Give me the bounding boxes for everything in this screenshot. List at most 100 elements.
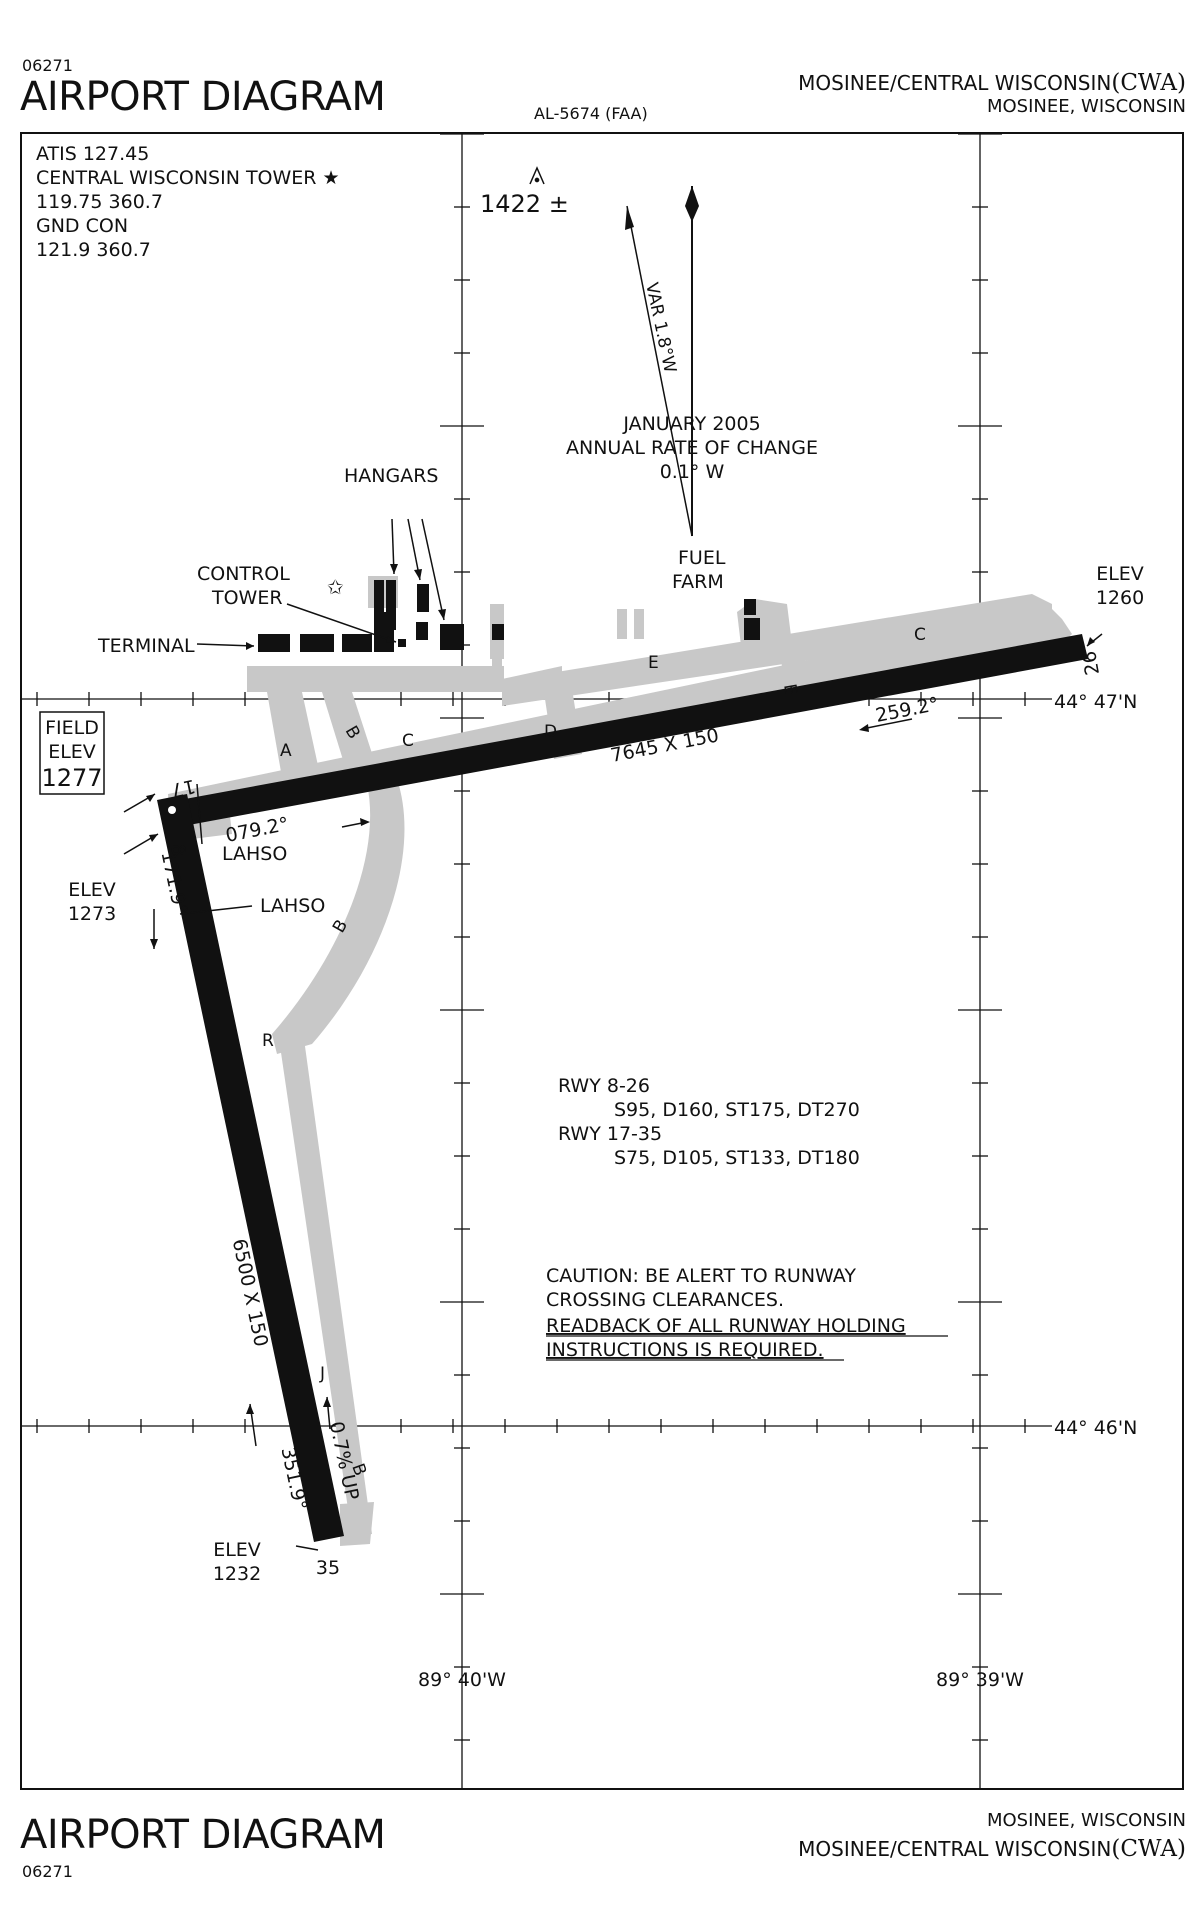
- lat-lon-grid: [22, 134, 1052, 1788]
- mag-date: JANUARY 2005: [622, 413, 760, 435]
- lahso-label-2: LAHSO: [260, 895, 325, 917]
- elev-1273-label: ELEV: [68, 879, 116, 901]
- rwy-num-35: 35: [316, 1557, 340, 1579]
- diagram-frame: ✩: [20, 132, 1184, 1790]
- hangar-leader3: [421, 518, 445, 621]
- taxiway-label-e1: E: [648, 653, 659, 673]
- elev-1260-label: ELEV: [1096, 563, 1144, 585]
- footer-title: AIRPORT DIAGRAM: [20, 1812, 386, 1858]
- lahso-line1: [196, 783, 203, 845]
- lat-label-2: 44° 46'N: [1054, 1417, 1137, 1439]
- hangar-bldg3: [386, 580, 396, 630]
- hangar-bldg7: [492, 624, 504, 640]
- farm-label: FARM: [672, 571, 724, 593]
- taxiway-label-c1: C: [402, 731, 414, 751]
- atis-label: ATIS 127.45: [36, 143, 149, 165]
- grade-arrowhead: [323, 1397, 331, 1407]
- taxiway-label-a: A: [280, 741, 292, 761]
- elev-1232-value: 1232: [213, 1563, 261, 1585]
- tower-star-icon: ✩: [327, 575, 344, 599]
- hdg079-arrowhead: [360, 818, 370, 826]
- leader-lines: [123, 518, 1103, 1551]
- rwy-num-26: 26: [1078, 649, 1104, 677]
- taxiway-label-j: J: [319, 1364, 325, 1384]
- runway-8-26: [174, 634, 1088, 827]
- header-city: MOSINEE, WISCONSIN: [986, 96, 1186, 117]
- tower-bldg-label: TOWER: [211, 587, 283, 609]
- buildings: [258, 576, 760, 652]
- fuel-label: FUEL: [678, 547, 726, 569]
- mag-north-head: [625, 206, 634, 230]
- apron: [247, 644, 504, 692]
- taxiway-label-c2: C: [914, 625, 926, 645]
- taxiway-b-conn: [322, 692, 382, 789]
- mag-var-label: VAR 1.8°W: [641, 281, 680, 375]
- taxiway-e-stub1: [617, 609, 627, 639]
- terminal-leader: [196, 643, 255, 647]
- elev-1273-value: 1273: [68, 903, 116, 925]
- rwy-num-17: 17: [169, 775, 197, 802]
- elev1273-arrowhead: [149, 834, 158, 842]
- footer-airport-name: MOSINEE/CENTRAL WISCONSIN(CWA): [798, 1836, 1186, 1862]
- strength-rwy2-vals: S75, D105, ST133, DT180: [614, 1147, 860, 1169]
- header-code: 06271: [22, 56, 73, 75]
- header-title: AIRPORT DIAGRAM: [20, 74, 386, 120]
- control-label: CONTROL: [197, 563, 290, 585]
- footer-airport: MOSINEE/CENTRAL WISCONSIN: [798, 1837, 1112, 1861]
- grid-ticks: [36, 134, 1026, 1741]
- control-tower-bldg: [398, 639, 406, 647]
- strength-rwy1-vals: S95, D160, ST175, DT270: [614, 1099, 860, 1121]
- airport-diagram: ✩: [22, 134, 1144, 1788]
- caution-line4: INSTRUCTIONS IS REQUIRED.: [546, 1339, 824, 1361]
- footer-code: 06271: [22, 1862, 73, 1881]
- caution-line2: CROSSING CLEARANCES.: [546, 1289, 784, 1311]
- field-elev-label: ELEV: [48, 741, 96, 763]
- strength-rwy1: RWY 8-26: [558, 1075, 650, 1097]
- taxiway-e-stub2: [634, 609, 644, 639]
- footer-city: MOSINEE, WISCONSIN: [986, 1810, 1186, 1831]
- lahso-line2: [179, 905, 253, 915]
- taxiway-e: [777, 636, 812, 699]
- hangar-bldg4: [417, 584, 429, 612]
- hangar-arrowhead1: [390, 564, 398, 574]
- fuel-tank1: [744, 599, 756, 615]
- rwy17-threshold-marker: [168, 806, 176, 814]
- hdg171-arrowhead: [150, 939, 158, 949]
- field-arrowhead: [146, 794, 155, 802]
- hangar-bldg6: [440, 624, 464, 650]
- strength-rwy2: RWY 17-35: [558, 1123, 662, 1145]
- caution-line3: READBACK OF ALL RUNWAY HOLDING: [546, 1315, 906, 1337]
- mag-rate-label: ANNUAL RATE OF CHANGE: [566, 437, 818, 459]
- field-label: FIELD: [45, 717, 99, 739]
- gnd-freq: 121.9 360.7: [36, 239, 151, 261]
- obstacle-icon: [529, 166, 545, 185]
- taxiway-label-e2: E: [779, 682, 801, 696]
- taxiway-b-curve: [272, 779, 405, 1054]
- obstacle-elev: 1422 ±: [480, 190, 569, 218]
- hangar-bldg2: [374, 580, 384, 630]
- caution-line1: CAUTION: BE ALERT TO RUNWAY: [546, 1265, 856, 1287]
- hdg-259: 259.2°: [874, 693, 941, 727]
- elev-1260-value: 1260: [1096, 587, 1144, 609]
- runway-17-35: [157, 794, 344, 1542]
- hangar-arrowhead3: [438, 609, 446, 620]
- tower-arrowhead: [386, 636, 396, 643]
- tower-freq: 119.75 360.7: [36, 191, 163, 213]
- header-airport-name: MOSINEE/CENTRAL WISCONSIN(CWA): [798, 70, 1186, 96]
- gnd-label: GND CON: [36, 215, 128, 237]
- taxiway-label-d: D: [544, 722, 557, 742]
- hangar-bldg5: [416, 622, 428, 640]
- elev1260-arrowhead: [1087, 637, 1095, 646]
- airport-ident: (CWA): [1111, 70, 1186, 96]
- rwy-num-8: 8: [167, 844, 189, 856]
- terminal-arrowhead: [246, 642, 254, 650]
- field-elev-value: 1277: [41, 764, 102, 792]
- hangars-label: HANGARS: [344, 465, 438, 487]
- footer-ident: (CWA): [1111, 1836, 1186, 1862]
- true-north-head: [685, 186, 699, 222]
- taxiway-a: [267, 692, 322, 789]
- terminal-bldg3: [342, 634, 372, 652]
- tower-leader: [286, 603, 397, 643]
- lat-label-1: 44° 47'N: [1054, 691, 1137, 713]
- north-arrows: [625, 186, 699, 537]
